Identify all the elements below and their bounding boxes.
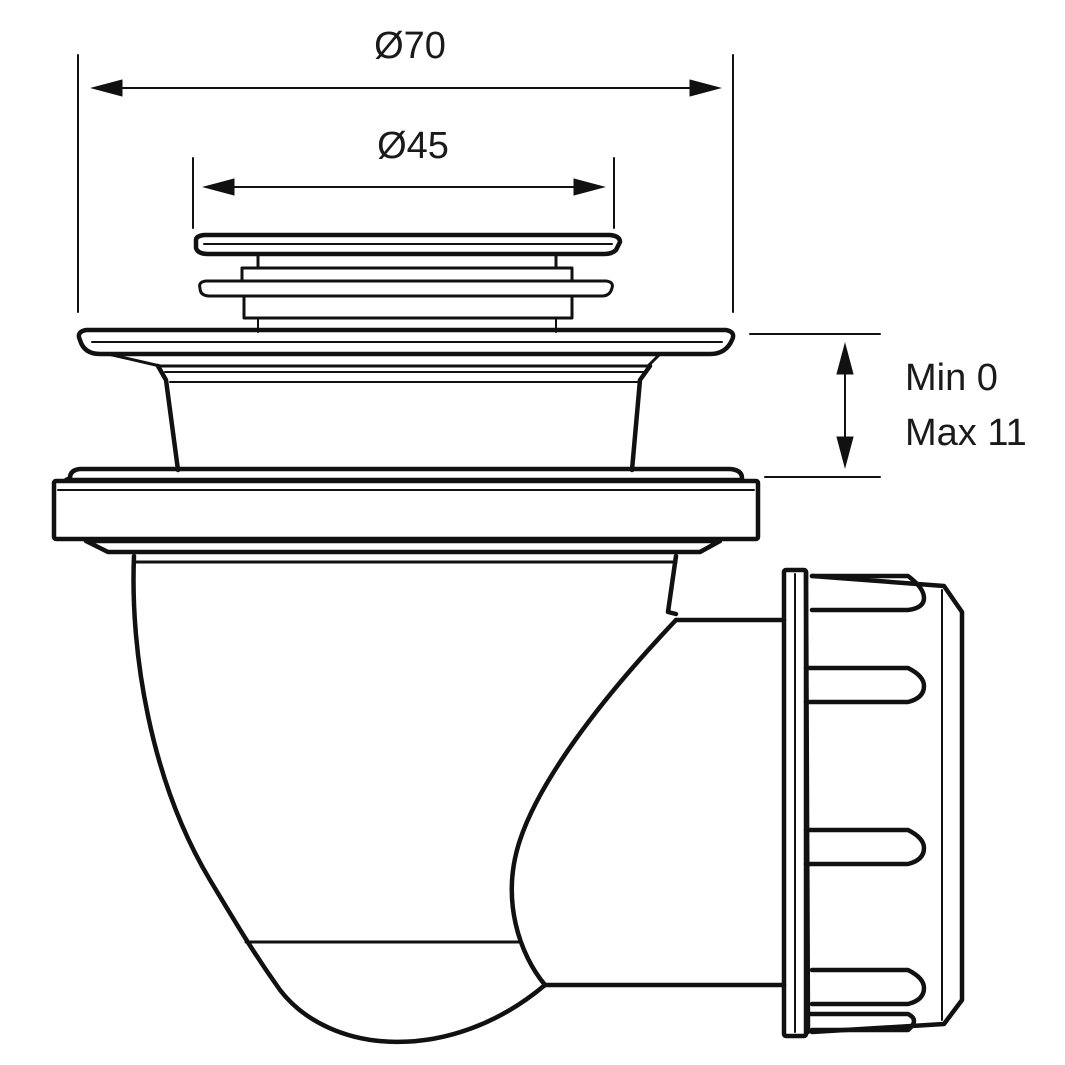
thickness-max-label: Max 11	[905, 412, 1027, 454]
drain-bowl	[131, 553, 679, 1045]
drain-cap	[193, 232, 623, 333]
outlet-pipe	[542, 617, 787, 988]
outer-diameter-label: Ø70	[374, 25, 446, 67]
thickness-min-label: Min 0	[905, 357, 998, 399]
nut-ribs	[803, 573, 927, 1033]
arrow-right-icon	[689, 79, 722, 97]
inner-diameter-label: Ø45	[377, 125, 449, 167]
dimension-thickness: Min 0 Max 11	[749, 333, 1027, 478]
outlet-nut	[781, 567, 965, 1039]
dimension-outer-diameter: Ø70	[77, 25, 734, 313]
dimension-inner-diameter: Ø45	[192, 125, 615, 229]
clamp-ring	[51, 466, 761, 555]
arrow-left-icon	[90, 79, 123, 97]
arrow-down-icon	[836, 436, 854, 469]
upper-body	[155, 363, 653, 473]
arrow-up-icon	[836, 342, 854, 375]
outer-flange	[76, 327, 736, 373]
arrow-right-icon	[573, 178, 606, 196]
arrow-left-icon	[202, 178, 235, 196]
